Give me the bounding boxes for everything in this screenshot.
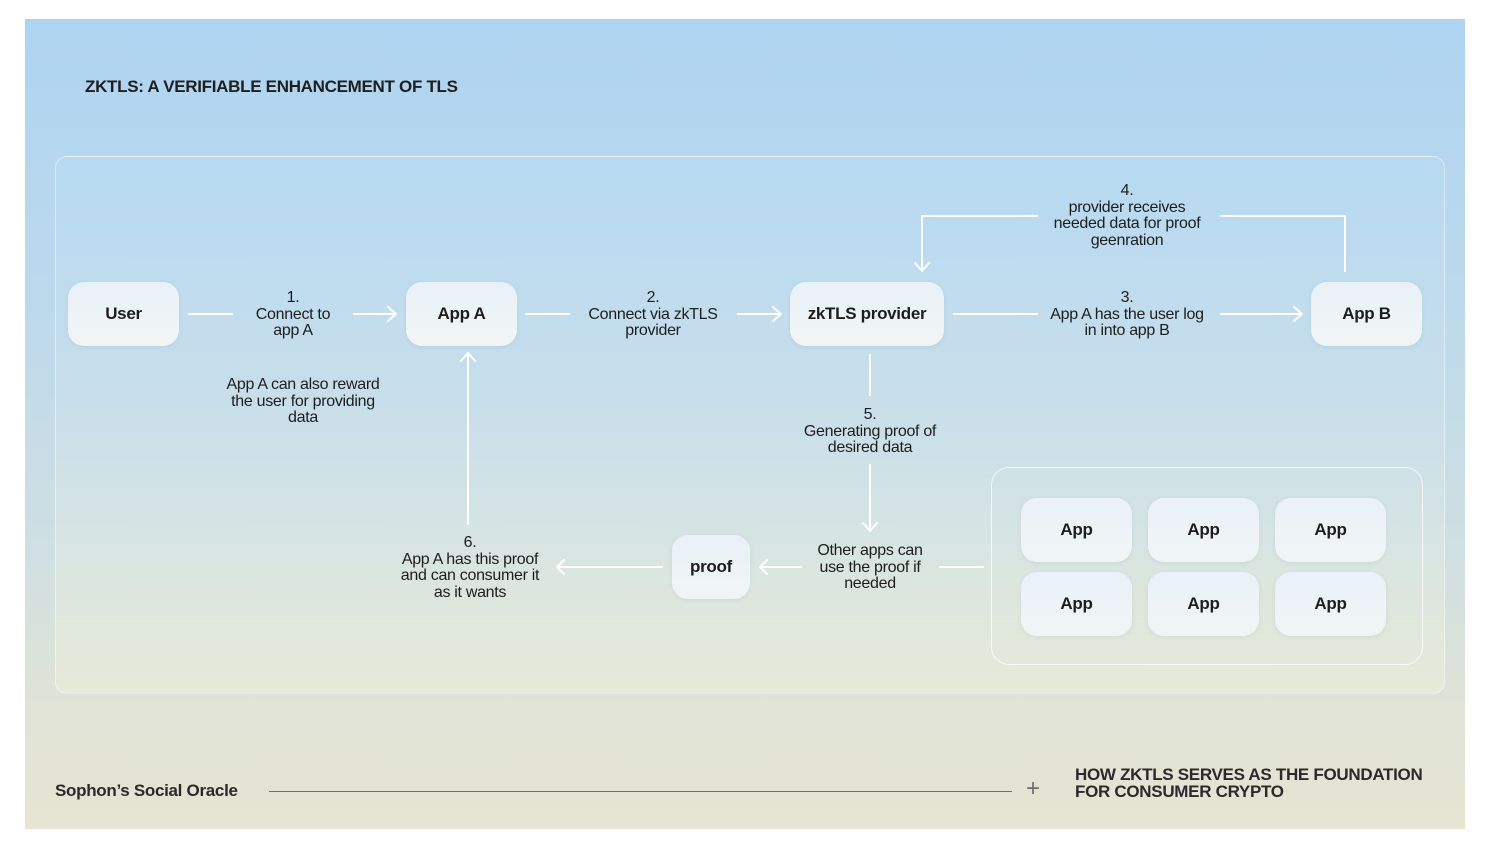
node-app-2[interactable]: App — [1148, 498, 1259, 562]
step-1-label: 1. Connect to app A — [255, 289, 331, 339]
node-app-1[interactable]: App — [1021, 498, 1132, 562]
node-proof[interactable]: proof — [672, 535, 750, 599]
node-app-6[interactable]: App — [1275, 572, 1386, 636]
arrowhead-proof — [759, 559, 768, 575]
arrowhead-up — [460, 352, 476, 362]
node-app-a[interactable]: App A — [406, 282, 517, 346]
step-5-label: 5. Generating proof of desired data — [803, 406, 937, 456]
node-app-b[interactable]: App B — [1311, 282, 1422, 346]
step-6-label: 6. App A has this proof and can consumer… — [400, 534, 540, 601]
node-user[interactable]: User — [68, 282, 179, 346]
node-zktls-provider[interactable]: zkTLS provider — [790, 282, 944, 346]
footer-divider — [269, 791, 1012, 792]
loop-appb-step4 — [1220, 215, 1346, 272]
page-title: ZKTLS: A VERIFIABLE ENHANCEMENT OF TLS — [85, 77, 458, 96]
slide: ZKTLS: A VERIFIABLE ENHANCEMENT OF TLS — [25, 19, 1465, 829]
node-app-4[interactable]: App — [1021, 572, 1132, 636]
arrowhead-down — [862, 522, 878, 532]
arrowhead-step6 — [556, 559, 565, 575]
node-app-5[interactable]: App — [1148, 572, 1259, 636]
other-apps-group — [991, 467, 1423, 665]
reward-note: App A can also reward the user for provi… — [226, 376, 380, 426]
step-3-label: 3. App A has the user log in into app B — [1050, 289, 1204, 339]
node-app-3[interactable]: App — [1275, 498, 1386, 562]
arrowhead-provider — [772, 306, 782, 322]
plus-icon: + — [1026, 775, 1041, 802]
step-2-label: 2. Connect via zkTLS provider — [588, 289, 718, 339]
arrowhead-appb — [1293, 306, 1303, 322]
other-apps-note: Other apps can use the proof if needed — [817, 542, 923, 592]
step-4-label: 4. provider receives needed data for pro… — [1053, 182, 1201, 249]
footer-section-title: HOW ZKTLS SERVES AS THE FOUNDATION FOR C… — [1075, 765, 1423, 801]
arrowhead-loop — [914, 262, 930, 272]
flow-arrows — [188, 215, 1346, 575]
arrowhead-appa — [387, 306, 397, 322]
loop-step4-provider — [921, 215, 1038, 271]
footer-brand: Sophon’s Social Oracle — [55, 781, 238, 800]
